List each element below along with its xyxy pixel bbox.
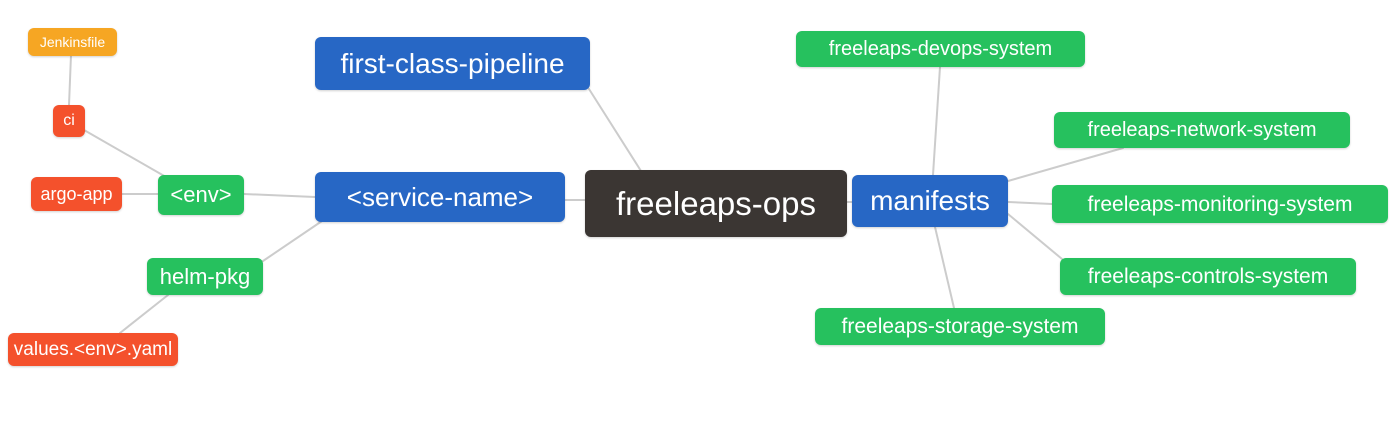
node-env[interactable]: <env> bbox=[158, 175, 244, 215]
node-argo-app[interactable]: argo-app bbox=[31, 177, 122, 211]
edge-ci--env bbox=[83, 129, 167, 178]
node-ci[interactable]: ci bbox=[53, 105, 85, 137]
edge-helm-pkg--service-name bbox=[262, 220, 323, 262]
edge-manifests--freeleaps-network-system bbox=[1007, 147, 1124, 182]
node-manifests[interactable]: manifests bbox=[852, 175, 1008, 227]
edge-manifests--freeleaps-devops-system bbox=[932, 66, 941, 176]
edge-manifests--freeleaps-controls-system bbox=[1007, 213, 1063, 260]
node-values-env-yaml[interactable]: values.<env>.yaml bbox=[8, 333, 178, 366]
node-freeleaps-devops-system[interactable]: freeleaps-devops-system bbox=[796, 31, 1085, 67]
node-freeleaps-monitoring-system[interactable]: freeleaps-monitoring-system bbox=[1052, 185, 1388, 223]
node-freeleaps-ops[interactable]: freeleaps-ops bbox=[585, 170, 847, 237]
edge-env--service-name bbox=[243, 193, 316, 198]
node-first-class-pipeline[interactable]: first-class-pipeline bbox=[315, 37, 590, 90]
node-service-name[interactable]: <service-name> bbox=[315, 172, 565, 222]
edge-manifests--freeleaps-storage-system bbox=[934, 226, 955, 309]
node-freeleaps-controls-system[interactable]: freeleaps-controls-system bbox=[1060, 258, 1356, 295]
node-helm-pkg[interactable]: helm-pkg bbox=[147, 258, 263, 295]
node-freeleaps-network-system[interactable]: freeleaps-network-system bbox=[1054, 112, 1350, 148]
node-freeleaps-storage-system[interactable]: freeleaps-storage-system bbox=[815, 308, 1105, 345]
node-jenkinsfile[interactable]: Jenkinsfile bbox=[28, 28, 117, 56]
edge-manifests--freeleaps-monitoring-system bbox=[1007, 201, 1053, 205]
edge-jenkinsfile--ci bbox=[68, 54, 72, 106]
edge-first-class-pipeline--freeleaps-ops bbox=[588, 88, 642, 172]
edge-values-env-yaml--helm-pkg bbox=[119, 294, 169, 334]
